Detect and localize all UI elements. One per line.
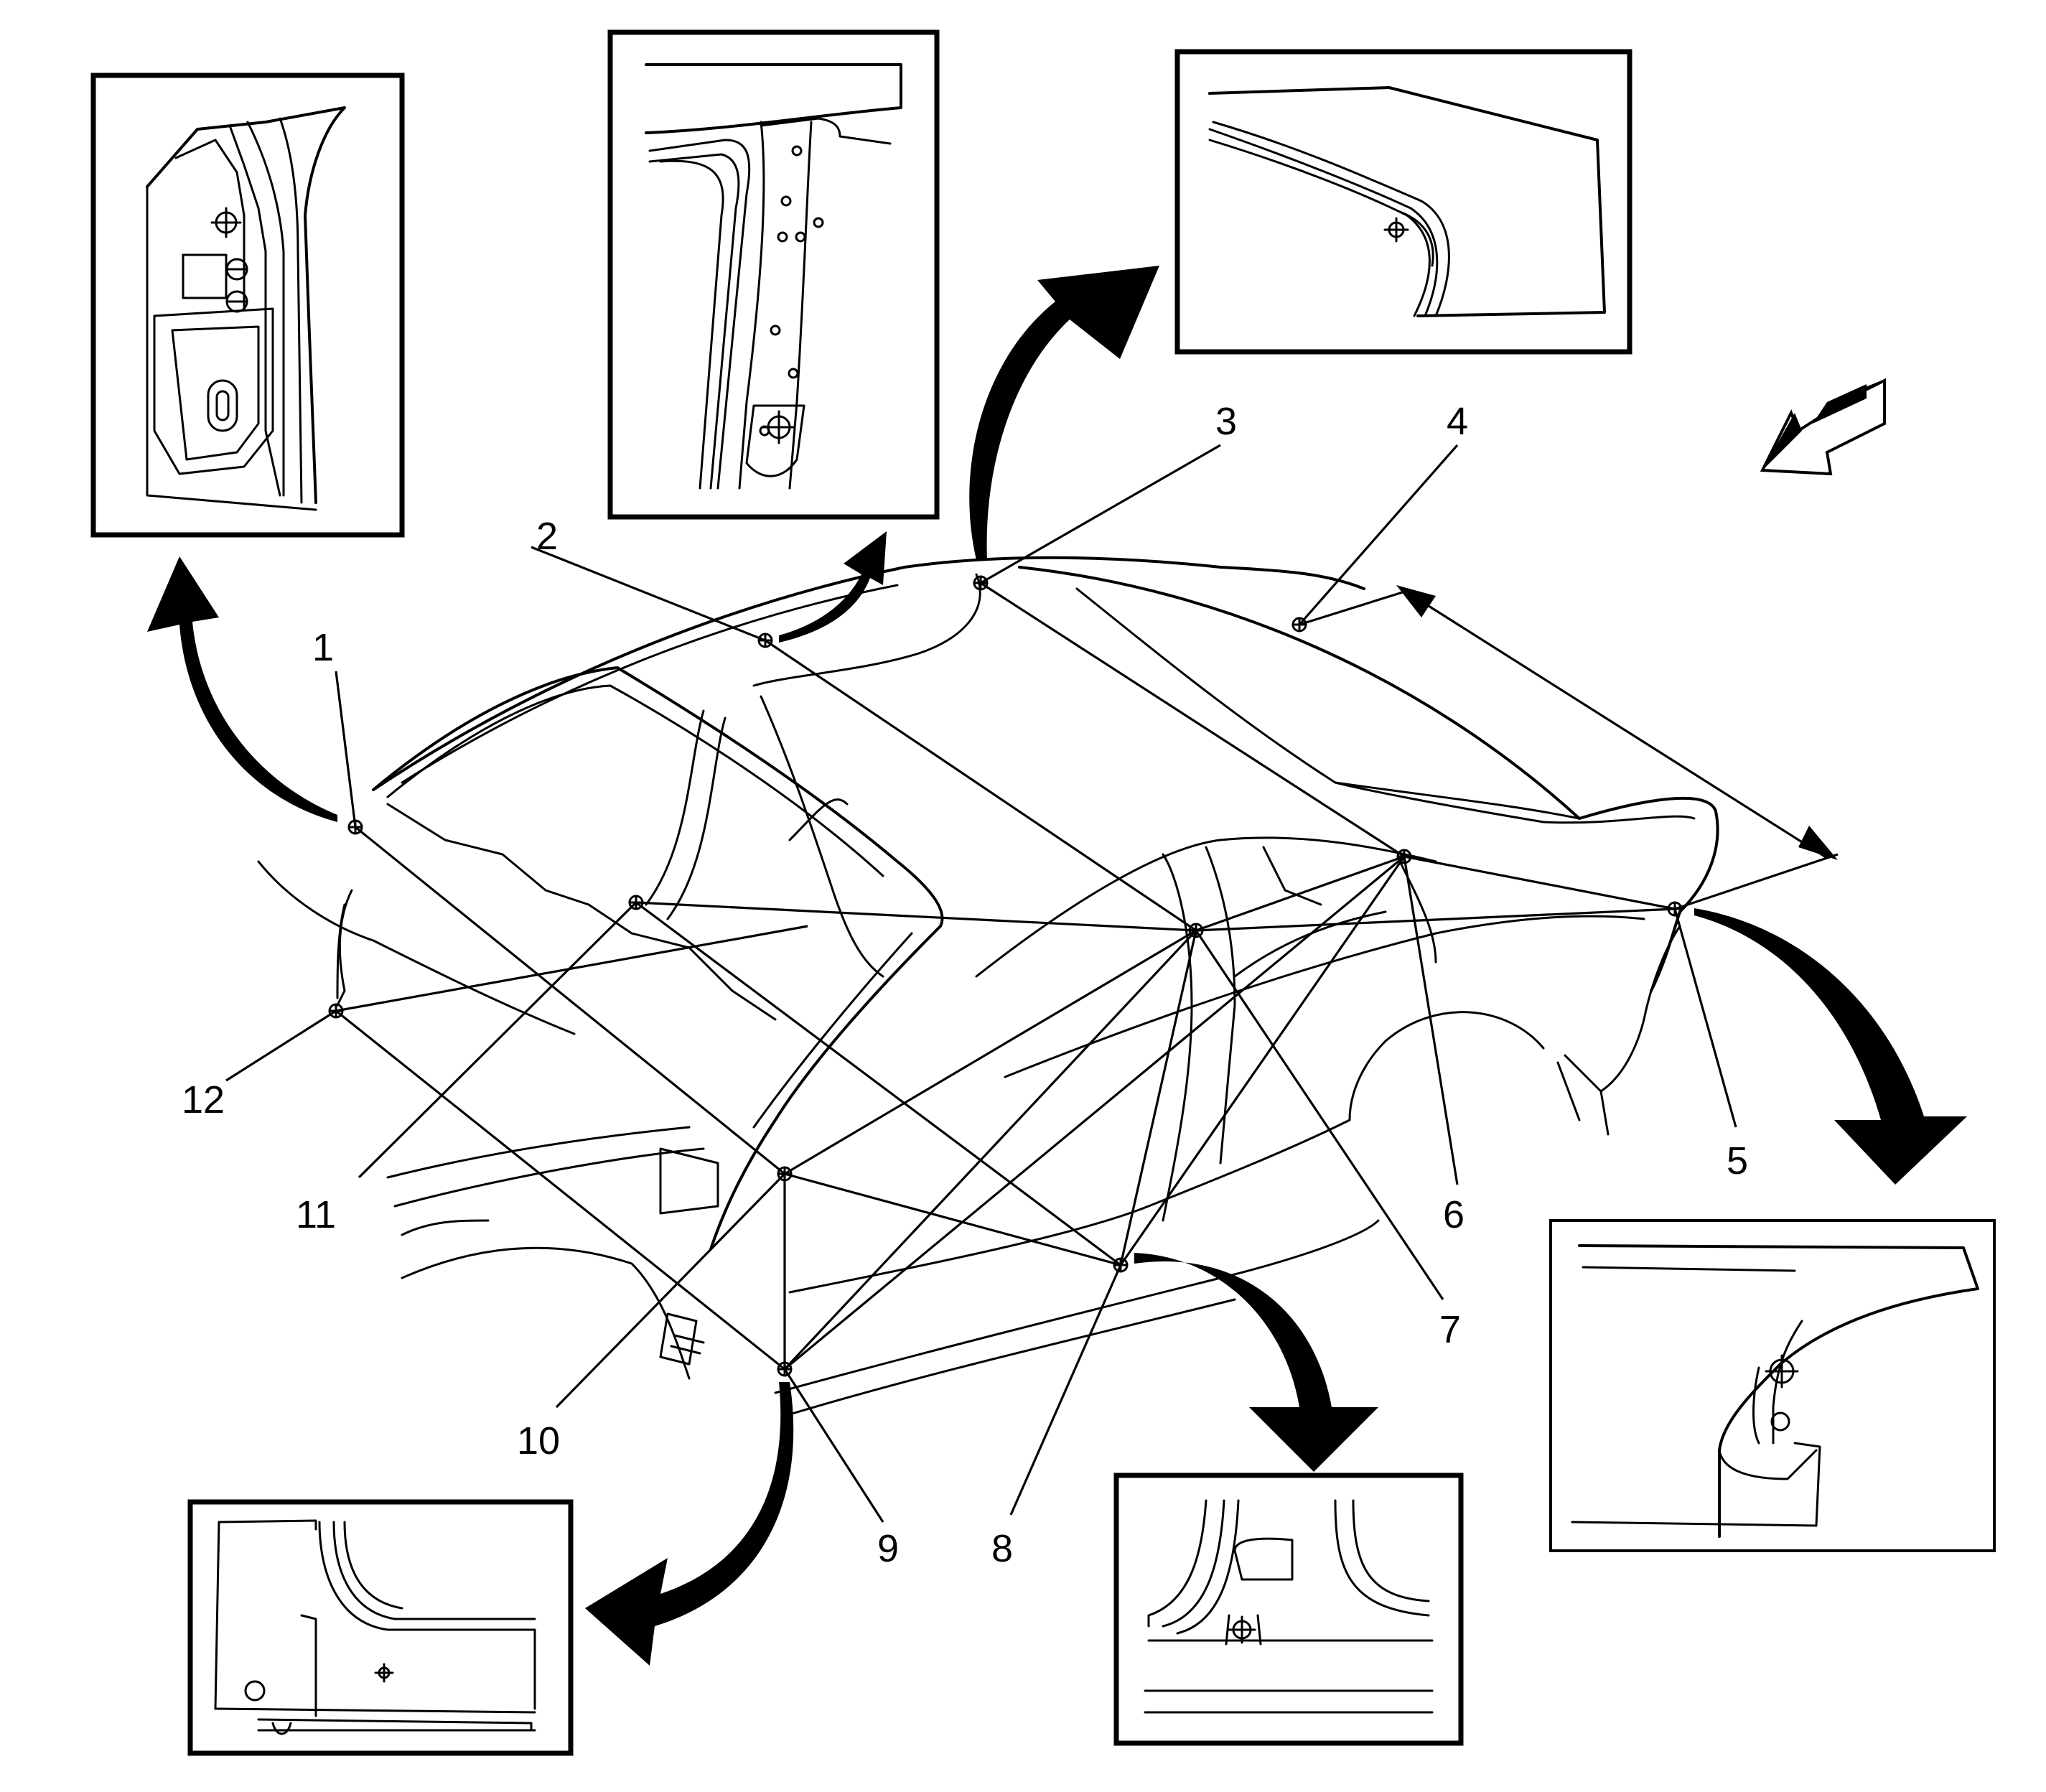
detail-pointer-arrows (147, 266, 1967, 1666)
callout-9: 9 (877, 1527, 899, 1570)
callout-labels: 1 2 3 4 5 6 7 8 9 10 11 12 (182, 400, 1748, 1570)
view-direction-arrow-icon (1760, 378, 1886, 476)
callout-4: 4 (1447, 400, 1468, 443)
crosshair-circle-icon (328, 1003, 344, 1019)
detail-inset-3 (1174, 49, 1632, 355)
crosshair-circle-icon (1113, 1257, 1129, 1273)
pointer-arrow-inset-2 (779, 531, 887, 643)
detail-inset-8 (1113, 1473, 1464, 1746)
crosshair-circle-icon (1396, 849, 1412, 864)
callout-12: 12 (182, 1078, 225, 1121)
crosshair-circle-icon (347, 819, 363, 835)
detail-inset-2 (607, 29, 940, 520)
pointer-arrow-inset-5 (1694, 908, 1967, 1185)
crosshair-circle-icon (757, 633, 773, 648)
crosshair-circle-icon (1188, 923, 1204, 938)
callout-11: 11 (296, 1193, 336, 1236)
callout-1: 1 (312, 626, 334, 669)
pointer-arrow-inset-1 (147, 556, 337, 822)
crosshair-circle-icon (628, 895, 644, 910)
crosshair-circle-icon (777, 1361, 793, 1377)
callout-2: 2 (536, 515, 558, 558)
detail-inset-5 (1549, 1219, 1996, 1552)
crosshair-circle-icon (1667, 901, 1683, 917)
callout-6: 6 (1443, 1193, 1465, 1236)
pointer-arrow-inset-3 (969, 266, 1159, 560)
measurement-lines (225, 444, 1839, 1523)
callout-5: 5 (1727, 1139, 1748, 1182)
car-body-outline (257, 556, 1719, 1416)
detail-inset-9 (187, 1499, 574, 1756)
pointer-arrow-inset-9 (585, 1382, 794, 1666)
pointer-arrow-inset-8 (1134, 1253, 1378, 1472)
callout-10: 10 (517, 1419, 560, 1462)
crosshair-circle-icon (777, 1166, 793, 1182)
crosshair-circle-icon (973, 575, 989, 591)
callout-3: 3 (1215, 400, 1237, 443)
measurement-points (328, 575, 1683, 1377)
callout-8: 8 (991, 1527, 1013, 1570)
detail-inset-1 (90, 73, 405, 538)
crosshair-circle-icon (1291, 617, 1307, 633)
callout-7: 7 (1439, 1308, 1461, 1351)
